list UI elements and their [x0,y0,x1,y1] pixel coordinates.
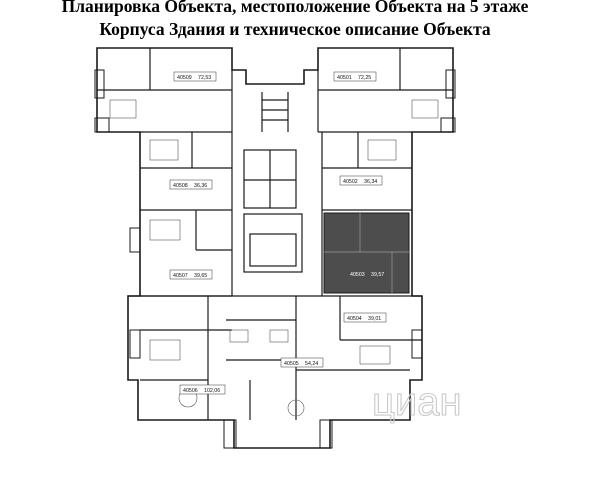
unit-40509-area: 72,53 [198,75,211,81]
unit-40506-number: 40506 [183,388,198,394]
unit-40504-area: 39,01 [368,316,381,322]
highlighted-unit [323,212,410,294]
unit-40501-number: 40501 [337,75,352,81]
unit-40503-number: 40503 [350,272,365,278]
unit-40501-area: 72,25 [358,75,371,81]
unit-40508-number: 40508 [173,183,188,189]
unit-40502-area: 36,34 [364,179,377,185]
unit-40508-area: 36,36 [194,183,207,189]
furniture [109,99,439,417]
unit-40509-number: 40509 [177,75,192,81]
watermark: циан [372,380,462,424]
unit-40507-number: 40507 [173,273,188,279]
unit-40504-number: 40504 [347,316,362,322]
unit-40507-area: 39,65 [194,273,207,279]
highlighted-unit-inner-walls [324,213,409,293]
unit-40506-area: 102,06 [204,388,220,394]
title-line-1: Планировка Объекта, местоположение Объек… [61,0,529,16]
title-line-2: Корпуса Здания и техническое описание Об… [99,19,491,39]
unit-40505-number: 40505 [284,361,299,367]
unit-40503-area: 39,57 [371,272,384,278]
outer-walls [96,47,454,449]
unit-40505-area: 54,24 [305,361,318,367]
unit-40502-number: 40502 [343,179,358,185]
interior-walls [97,48,453,420]
unit-labels: 40509 72,53 40501 72,25 40508 36,36 4050… [169,71,387,395]
balconies [94,69,456,449]
